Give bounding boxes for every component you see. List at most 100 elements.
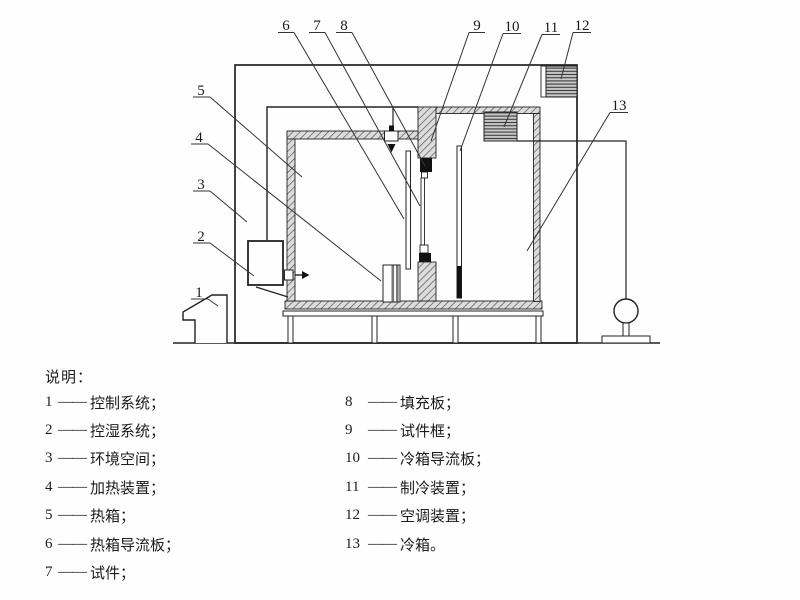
- callout-13-leader: [526, 112, 611, 252]
- callout-4: 4: [191, 130, 382, 282]
- callout-7-label: 7: [313, 18, 321, 34]
- callout-12: 12: [560, 18, 591, 80]
- callout-7-leader: [324, 32, 421, 207]
- callout-9-leader: [430, 32, 470, 142]
- callout-1: 1: [191, 285, 219, 307]
- legend-title: 说明：: [45, 370, 94, 386]
- legend-item: 4 —— 加热装置；: [45, 473, 180, 501]
- legend-item-number: 7: [45, 564, 53, 581]
- legend-item: 8 —— 填充板；: [345, 388, 490, 416]
- callout-6-leader: [293, 32, 405, 220]
- legend-item-number: 2: [45, 422, 53, 439]
- legend-item: 13 —— 冷箱。: [345, 530, 490, 558]
- callout-4-leader: [207, 143, 382, 282]
- legend-item-term: 空调装置；: [400, 509, 476, 526]
- callout-2-leader: [209, 242, 255, 277]
- callout-10-leader: [459, 33, 504, 152]
- callout-13: 13: [526, 98, 628, 252]
- callout-1-leader: [207, 298, 219, 307]
- legend-item-number: 12: [345, 507, 360, 524]
- callout-11-leader: [503, 34, 543, 128]
- refrigeration-unit: [483, 111, 518, 142]
- stand-rail: [282, 310, 544, 317]
- legend-item-term: 冷箱。: [400, 537, 446, 554]
- legend-item: 9 —— 试件框；: [345, 416, 490, 444]
- legend-item: 2 —— 控湿系统；: [45, 416, 180, 444]
- legend-item: 7 —— 试件；: [45, 558, 180, 586]
- legend-item-number: 8: [345, 393, 353, 410]
- legend-item-dash: ——: [58, 535, 87, 552]
- legend-item-number: 4: [45, 478, 53, 495]
- legend-item-dash: ——: [58, 507, 87, 524]
- legend-item-term: 控制系统；: [90, 395, 166, 412]
- legend-item-dash: ——: [368, 450, 397, 467]
- specimen-frame-top-block: [417, 106, 437, 159]
- legend-item: 3 —— 环境空间；: [45, 445, 180, 473]
- legend-item: 10 —— 冷箱导流板；: [345, 445, 490, 473]
- stand-leg: [535, 315, 542, 344]
- callout-8-leader: [351, 32, 426, 167]
- legend-item-term: 试件框；: [400, 424, 461, 441]
- humidity-stub: [284, 269, 294, 281]
- callout-8-label: 8: [340, 18, 348, 34]
- callout-6: 6: [278, 18, 405, 220]
- callout-9-label: 9: [473, 18, 481, 34]
- air-conditioning-mount: [540, 65, 547, 98]
- humidity-duct: [266, 106, 418, 240]
- legend-item: 11 —— 制冷装置；: [345, 473, 490, 501]
- control-console: [182, 294, 228, 343]
- legend-item: 1 —— 控制系统；: [45, 388, 180, 416]
- callout-12-leader: [560, 32, 574, 80]
- legend-item-term: 填充板；: [400, 395, 461, 412]
- callout-5: 5: [193, 83, 303, 178]
- stand-leg: [287, 315, 294, 344]
- environment-enclosure: [234, 64, 578, 344]
- legend-item-number: 9: [345, 422, 353, 439]
- legend-item-dash: ——: [368, 393, 397, 410]
- legend-item-term: 冷箱导流板；: [400, 452, 491, 469]
- callout-11: 11: [503, 20, 560, 128]
- legend-item-number: 13: [345, 535, 360, 552]
- filling-board-bottom: [419, 253, 431, 262]
- legend-item-dash: ——: [58, 450, 87, 467]
- cold-box-baffle-sensor: [457, 266, 462, 298]
- legend-item-dash: ——: [58, 393, 87, 410]
- callout-5-leader: [209, 96, 303, 178]
- legend-item-term: 环境空间；: [90, 452, 166, 469]
- callout-12-label: 12: [575, 18, 590, 34]
- vent-indicator: [389, 125, 394, 131]
- legend-item-number: 3: [45, 450, 53, 467]
- legend-item-dash: ——: [58, 564, 87, 581]
- legend-item-dash: ——: [368, 422, 397, 439]
- compressor-ball: [613, 298, 639, 324]
- legend-item-number: 1: [45, 393, 53, 410]
- airflow-down-arrow: [387, 144, 396, 153]
- legend-item-dash: ——: [58, 478, 87, 495]
- legend-column-right: 8 —— 填充板； 9 —— 试件框； 10 —— 冷箱导流板； 11 —— 制…: [345, 388, 490, 558]
- refrigerant-pipe: [517, 140, 627, 299]
- callout-10: 10: [459, 19, 521, 152]
- legend-item-dash: ——: [58, 422, 87, 439]
- callout-3: 3: [193, 177, 248, 223]
- chamber-floor: [284, 300, 543, 310]
- legend-item-term: 控湿系统；: [90, 424, 166, 441]
- callout-1-label: 1: [195, 285, 203, 301]
- heater-stripe: [391, 265, 395, 302]
- heater-stripe: [396, 265, 399, 302]
- apparatus-diagram: 1 2 3 4 5 6 7: [173, 18, 660, 344]
- legend-item: 12 —— 空调装置；: [345, 502, 490, 530]
- specimen-holder-top: [421, 171, 428, 179]
- callout-2: 2: [193, 229, 255, 277]
- legend-item-number: 10: [345, 450, 360, 467]
- callout-4-label: 4: [195, 130, 203, 146]
- hot-box-baffle: [405, 150, 411, 270]
- cold-box-right-wall: [533, 113, 541, 302]
- callout-11-label: 11: [544, 20, 558, 36]
- compressor-base: [601, 335, 651, 344]
- hot-box-left-wall: [286, 138, 296, 302]
- legend-item-term: 热箱导流板；: [90, 537, 181, 554]
- legend-item: 6 —— 热箱导流板；: [45, 530, 180, 558]
- specimen-holder-bottom: [419, 244, 429, 254]
- stand-leg: [452, 315, 459, 344]
